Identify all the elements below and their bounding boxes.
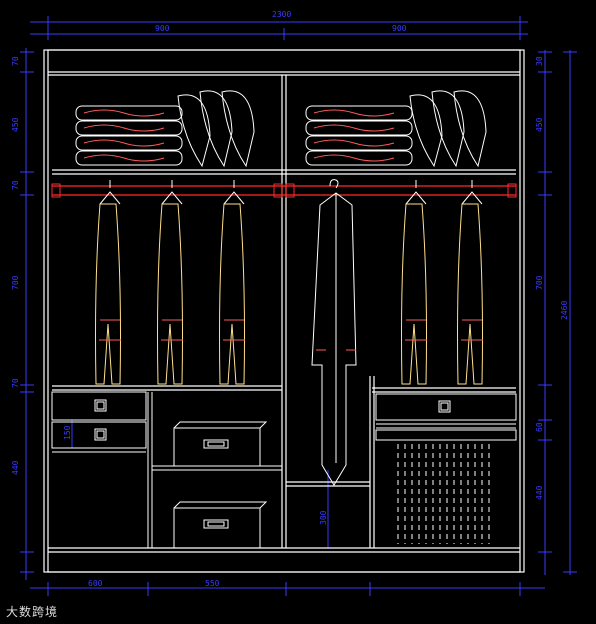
dim-right-6: 440 [535, 485, 544, 500]
watermark: 大数跨境 [6, 605, 59, 619]
dim-bottom-left: 600 [88, 579, 103, 588]
dim-top-right-width: 900 [392, 24, 407, 33]
dim-right-2: 450 [535, 117, 544, 132]
dim-left-5: 70 [11, 378, 20, 388]
folded-stack-left [75, 90, 255, 168]
dim-drawer-height: 150 [63, 425, 72, 440]
pull-out-basket [397, 444, 490, 544]
dim-right-1: 30 [535, 56, 544, 66]
hanging-trousers [95, 180, 483, 385]
dim-left-6: 440 [11, 460, 20, 475]
dim-right-4: 700 [535, 275, 544, 290]
left-drawer-unit [51, 391, 153, 548]
storage-boxes [152, 421, 282, 549]
dim-left-3: 70 [11, 180, 20, 190]
clothes-rail [51, 183, 517, 198]
wardrobe-carcass [43, 49, 525, 573]
dim-top-left-width: 900 [155, 24, 170, 33]
trousers-3 [219, 180, 245, 385]
dim-right-3: 2460 [560, 301, 569, 320]
right-drawer-unit [375, 393, 517, 441]
dim-bottom-mid: 550 [205, 579, 220, 588]
dim-left-2: 450 [11, 117, 20, 132]
trousers-4 [401, 180, 427, 385]
dimension-lines [20, 16, 577, 596]
dim-right-5: 60 [535, 422, 544, 432]
trousers-5 [457, 180, 483, 385]
dim-overall-width: 2300 [272, 10, 291, 19]
folded-stack-right [305, 90, 487, 168]
hanging-coat [311, 179, 357, 486]
dim-left-4: 700 [11, 275, 20, 290]
trousers-1 [95, 180, 121, 385]
dim-left-1: 70 [11, 56, 20, 66]
dim-shelf-gap: 300 [319, 510, 328, 525]
trousers-2 [157, 180, 183, 385]
dimension-labels: 2300 900 900 600 550 70 450 70 700 70 44… [11, 10, 569, 588]
